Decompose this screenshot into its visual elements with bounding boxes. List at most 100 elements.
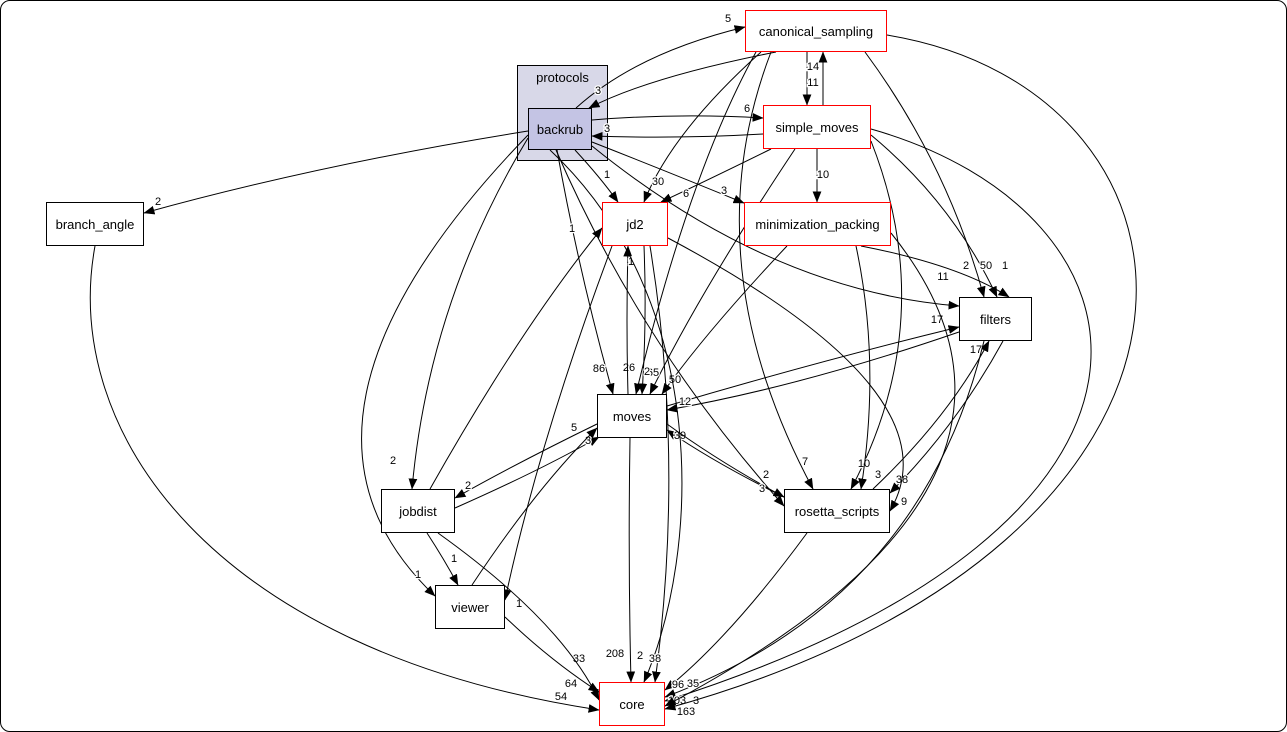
node-backrub[interactable]: backrub [528,108,592,150]
edge-viewer-to-moves [471,427,598,586]
node-jobdist[interactable]: jobdist [381,489,455,533]
edge-viewer-to-core [504,616,600,693]
edge-backrub-to-minimization_packing [591,141,745,204]
edge-simple_moves-to-rosetta_scripts [850,140,903,490]
edge-label-backrub-to-moves: 86 [593,363,605,375]
edge-label-simple_moves-to-minimization_packing: 10 [817,169,829,181]
edge-label-minimization_packing-to-moves: 50 [669,374,681,386]
edge-simple_moves-to-backrub [591,131,764,141]
edge-minimization_packing-to-filters [860,245,1010,298]
edge-label-filters-to-core: 35 [687,678,699,690]
edge-minimization_packing-to-moves [661,245,788,395]
node-canonical_sampling[interactable]: canonical_sampling [745,10,887,52]
edge-backrub-to-branch_angle [143,130,529,215]
node-simple_moves[interactable]: simple_moves [763,105,871,149]
edge-label-backrub-to-simple_moves: 6 [744,103,750,115]
node-rosetta_scripts[interactable]: rosetta_scripts [784,489,890,533]
edge-label-moves-to-filters: 17 [931,314,943,326]
edge-moves-to-filters [666,325,960,407]
edge-simple_moves-to-moves [649,148,796,395]
edge-label-minimization_packing-to-core: 3 [693,695,699,707]
edge-label-backrub-to-branch_angle: 2 [155,196,161,208]
edge-backrub-to-rosetta_scripts [555,149,785,507]
edge-label-simple_moves-to-backrub: 3 [604,123,610,135]
edge-backrub-to-canonical_sampling [575,25,746,109]
edge-jd2-to-core [649,245,670,683]
edge-moves-to-rosetta_scripts [666,423,785,498]
node-branch_angle[interactable]: branch_angle [46,202,144,246]
edge-label-minimization_packing-to-filters: 1 [1002,260,1008,272]
edge-backrub-to-jd2 [574,149,619,203]
edge-jobdist-to-jd2 [429,227,603,490]
edge-jd2-to-rosetta_scripts [667,237,904,512]
edge-simple_moves-to-core [664,128,1092,703]
edge-label-rosetta_scripts-to-core: 96 [672,679,684,691]
edge-backrub-to-filters [591,145,960,310]
node-minimization_packing[interactable]: minimization_packing [744,202,891,246]
edge-canonical_sampling-to-filters [864,51,986,298]
edge-label-moves-to-jd2: 1 [628,256,634,268]
edge-label-simple_moves-to-jd2: 6 [683,188,689,200]
edge-label-rosetta_scripts-to-filters: 17 [970,344,982,356]
edge-label-branch_angle-to-core: 54 [555,691,567,703]
edge-moves-to-core [626,437,636,683]
edge-moves-to-jobdist [454,423,598,499]
edge-jobdist-to-core [437,532,600,701]
edge-minimization_packing-to-core [664,232,956,707]
edge-label-jd2-to-core: 38 [649,653,661,665]
edge-label-simple_moves-to-rosetta_scripts: 10 [858,458,870,470]
edge-canonical_sampling-to-rosetta_scripts [738,51,814,490]
edge-label-backrub-to-minimization_packing: 3 [721,185,727,197]
node-filters[interactable]: filters [959,297,1032,341]
edge-label-jd2-to-moves: 2 [644,366,650,378]
edge-label-moves-to-rosetta_scripts: 2 [763,469,769,481]
edge-label-canonical_sampling-to-moves: 26 [623,362,635,374]
edge-label-backrub-to-core: 2 [637,650,643,662]
edge-backrub-to-simple_moves [591,113,764,122]
cluster-protocols-label[interactable]: protocols [536,70,589,85]
node-jd2[interactable]: jd2 [602,202,668,246]
edge-jd2-to-viewer [502,245,613,601]
edge-label-viewer-to-core: 33 [573,653,585,665]
edge-label-minimization_packing-to-rosetta_scripts: 3 [875,469,881,481]
edge-backrub-to-viewer [361,134,529,597]
edge-rosetta_scripts-to-core [664,532,808,691]
edge-label-canonical_sampling-to-rosetta_scripts: 7 [802,456,808,468]
edge-label-jd2-to-rosetta_scripts: 9 [901,496,907,508]
node-core[interactable]: core [599,682,665,726]
edge-label-jobdist-to-jd2: 1 [569,223,575,235]
edge-label-simple_moves-to-canonical_sampling: 11 [807,77,818,89]
edge-canonical_sampling-to-jd2 [643,51,762,203]
edge-canonical_sampling-to-backrub [588,51,777,109]
edge-label-canonical_sampling-to-simple_moves: 14 [807,61,819,73]
node-moves[interactable]: moves [597,394,667,438]
edge-label-viewer-to-moves: 5 [571,422,577,434]
edge-branch_angle-to-core [89,245,600,713]
edge-label-backrub-to-canonical_sampling: 5 [725,13,731,25]
edge-label-canonical_sampling-to-core: 163 [677,706,695,718]
edge-moves-to-jd2 [623,245,633,395]
edge-canonical_sampling-to-moves [634,51,757,395]
edge-label-canonical_sampling-to-jd2: 30 [652,176,664,188]
edge-label-simple_moves-to-moves: 65 [647,367,659,379]
edge-backrub-to-moves [556,149,615,395]
edge-label-moves-to-core: 208 [606,648,624,660]
edge-label-moves-to-jobdist: 2 [465,480,471,492]
edge-filters-to-rosetta_scripts [889,340,1004,494]
edge-minimization_packing-to-rosetta_scripts [855,245,871,490]
edge-label-jobdist-to-core: 64 [565,678,577,690]
node-viewer[interactable]: viewer [435,585,505,629]
edge-jobdist-to-viewer [426,532,459,586]
edge-label-backrub-to-jobdist: 2 [390,455,396,467]
edge-label-backrub-to-rosetta_scripts: 3 [759,483,765,495]
edge-simple_moves-to-jd2 [660,148,772,203]
edge-label-jobdist-to-viewer: 1 [451,553,457,565]
edge-label-simple_moves-to-filters: 50 [980,260,992,272]
edge-backrub-to-jobdist [408,137,529,490]
edge-label-backrub-to-viewer: 1 [415,569,421,581]
edge-label-jobdist-to-moves: 3 [585,435,591,447]
edge-canonical_sampling-to-core [664,34,1137,711]
edge-label-canonical_sampling-to-filters: 2 [963,260,969,272]
